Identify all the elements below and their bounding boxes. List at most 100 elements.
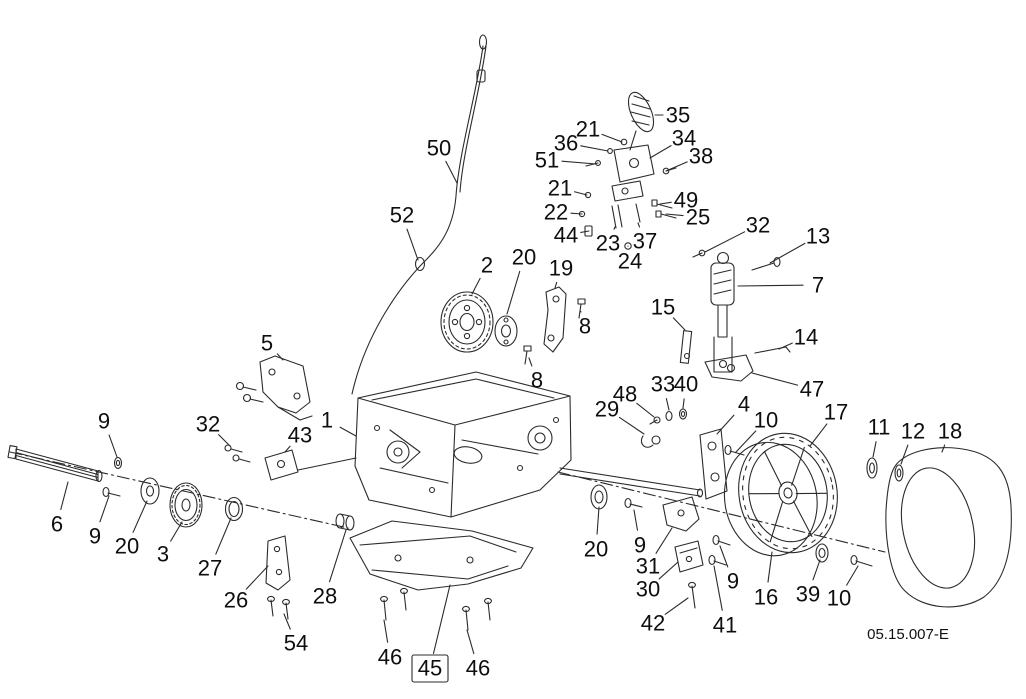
callout-25: 25 (686, 205, 710, 230)
callout-20: 20 (115, 534, 139, 559)
part-bolt-10-inner (724, 444, 745, 456)
part-screws-32-left (224, 444, 251, 463)
part-shock-absorber (679, 249, 791, 382)
callout-20: 20 (512, 245, 536, 270)
callout-15: 15 (651, 295, 675, 320)
callout-49: 49 (674, 188, 698, 213)
leader-line (406, 228, 419, 261)
callout-40: 40 (674, 372, 698, 397)
leader-line (941, 444, 946, 453)
callout-8: 8 (531, 368, 543, 393)
part-gear-2 (440, 291, 494, 353)
callout-31: 31 (636, 554, 660, 579)
callout-30: 30 (636, 577, 660, 602)
callout-32: 32 (196, 412, 220, 437)
part-bolt-9-right (712, 534, 731, 546)
leader-line (471, 277, 481, 295)
leader-line (900, 444, 909, 465)
leader-line (812, 559, 821, 581)
callout-7: 7 (812, 273, 824, 298)
leader-line (132, 500, 148, 533)
leader-line (170, 521, 183, 542)
callout-9: 9 (634, 533, 646, 558)
callout-41: 41 (713, 613, 737, 638)
callout-26: 26 (224, 588, 248, 613)
leader-line (716, 414, 735, 435)
part-lever-fasteners (578, 138, 677, 250)
leader-line (528, 357, 533, 367)
callout-23: 23 (596, 231, 620, 256)
callout-43: 43 (288, 423, 312, 448)
leader-line (636, 402, 655, 418)
center-lines (9, 451, 886, 553)
leader-line (637, 222, 641, 228)
callout-1: 1 (321, 408, 333, 433)
leader-line (751, 372, 799, 386)
leader-line (570, 212, 583, 215)
leader-line (328, 529, 347, 583)
callout-highlight (411, 654, 449, 683)
leader-line (596, 506, 600, 535)
part-bolt-41 (708, 554, 727, 566)
leader-line (659, 201, 672, 205)
leader-line (737, 284, 804, 287)
leader-line (573, 191, 588, 196)
callout-3: 3 (157, 542, 169, 567)
callout-29: 29 (595, 397, 619, 422)
part-axle-right (559, 467, 704, 498)
leader-line (672, 317, 686, 331)
leader-line (633, 509, 639, 531)
leader-line (664, 597, 689, 615)
callout-32: 32 (746, 213, 770, 238)
leader-line (665, 161, 688, 172)
leader-line (713, 565, 723, 611)
part-bracket-5 (235, 355, 313, 421)
part-bolt-42 (688, 581, 696, 609)
part-washer-11 (866, 457, 878, 479)
leader-line (658, 561, 679, 580)
leader-line (561, 160, 597, 165)
callout-39: 39 (796, 582, 820, 607)
callout-38: 38 (689, 144, 713, 169)
callout-35: 35 (666, 103, 690, 128)
leader-line (618, 416, 645, 435)
leader-line (245, 565, 269, 590)
leader-line (276, 353, 284, 361)
callout-5: 5 (261, 331, 273, 356)
leader-line (665, 213, 684, 217)
leader-line (108, 434, 118, 458)
leader-line (218, 434, 231, 447)
callout-13: 13 (806, 224, 830, 249)
leader-line (682, 398, 685, 409)
leader-line (554, 281, 558, 289)
callout-46: 46 (378, 645, 402, 670)
leader-line (506, 270, 521, 315)
callout-44: 44 (554, 223, 578, 248)
part-shaft-6 (7, 445, 103, 483)
callout-36: 36 (554, 131, 578, 156)
leader-line (60, 481, 69, 511)
leader-line (339, 426, 357, 437)
leader-line (872, 441, 877, 458)
callout-34: 34 (672, 126, 696, 151)
callout-9: 9 (727, 569, 739, 594)
leader-line (99, 495, 110, 523)
callout-16: 16 (754, 585, 778, 610)
leader-line (769, 242, 806, 264)
part-bracket-4 (699, 428, 728, 500)
callout-54: 54 (284, 631, 308, 656)
callout-50: 50 (427, 136, 451, 161)
callout-48: 48 (613, 382, 637, 407)
part-bolt-9-lower-left (102, 486, 121, 498)
part-skid-plate (335, 513, 534, 591)
callout-47: 47 (800, 377, 824, 402)
part-gear-3 (169, 482, 203, 528)
callout-8: 8 (579, 314, 591, 339)
part-bushing-20-right (590, 484, 608, 510)
leader-line (767, 551, 773, 583)
part-washer-39 (815, 543, 829, 563)
leader-line (665, 398, 670, 411)
leader-line (735, 430, 757, 453)
